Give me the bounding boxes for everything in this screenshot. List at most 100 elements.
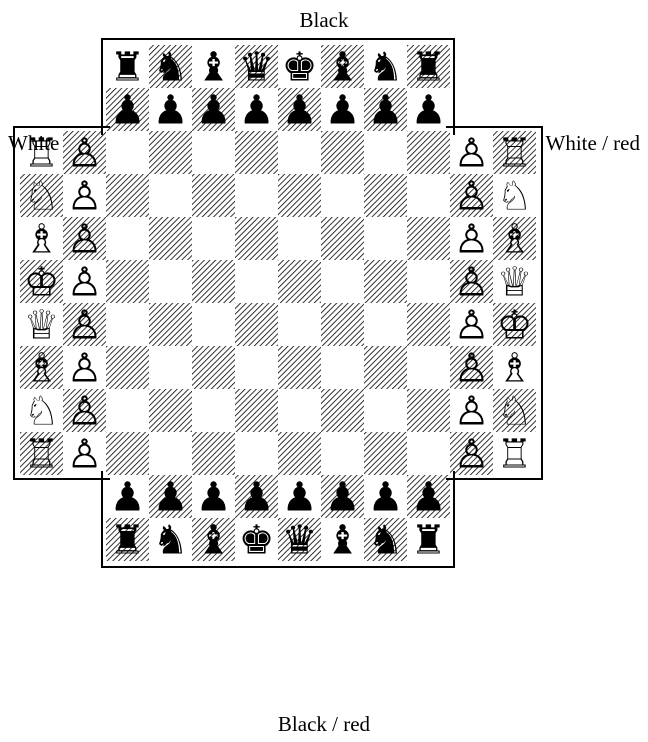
white-pawn-piece: ♙ bbox=[454, 432, 490, 478]
black-pawn-piece: ♟ bbox=[368, 475, 404, 521]
white-king-piece: ♔ bbox=[24, 260, 60, 306]
black-queen-piece: ♛ bbox=[239, 45, 275, 91]
dark-square bbox=[235, 217, 278, 260]
dark-square bbox=[407, 389, 450, 432]
black-knight-piece: ♞ bbox=[153, 518, 189, 564]
white-pawn-piece: ♙ bbox=[67, 303, 103, 349]
dark-square bbox=[192, 432, 235, 475]
dark-square bbox=[321, 131, 364, 174]
white-bishop-piece: ♗ bbox=[497, 217, 533, 263]
white-pawn-piece: ♙ bbox=[67, 346, 103, 392]
white-knight-piece: ♘ bbox=[497, 174, 533, 220]
black-bishop-piece: ♝ bbox=[196, 518, 232, 564]
black-pawn-piece: ♟ bbox=[196, 475, 232, 521]
dark-square bbox=[192, 174, 235, 217]
white-pawn-piece: ♙ bbox=[67, 432, 103, 478]
dark-square bbox=[235, 389, 278, 432]
black-pawn-piece: ♟ bbox=[196, 88, 232, 134]
black-bishop-piece: ♝ bbox=[325, 518, 361, 564]
dark-square bbox=[407, 217, 450, 260]
white-pawn-piece: ♙ bbox=[454, 217, 490, 263]
white-pawn-piece: ♙ bbox=[67, 260, 103, 306]
dark-square bbox=[192, 346, 235, 389]
white-knight-piece: ♘ bbox=[24, 389, 60, 435]
black-king-piece: ♚ bbox=[282, 45, 318, 91]
black-rook-piece: ♜ bbox=[411, 518, 447, 564]
white-pawn-piece: ♙ bbox=[454, 174, 490, 220]
white-rook-piece: ♖ bbox=[24, 432, 60, 478]
black-knight-piece: ♞ bbox=[368, 518, 404, 564]
black-rook-piece: ♜ bbox=[110, 45, 146, 91]
dark-square bbox=[149, 131, 192, 174]
black-rook-piece: ♜ bbox=[110, 518, 146, 564]
black-pawn-piece: ♟ bbox=[110, 88, 146, 134]
white-pawn-piece: ♙ bbox=[67, 131, 103, 177]
white-pawn-piece: ♙ bbox=[454, 303, 490, 349]
white-pawn-piece: ♙ bbox=[67, 389, 103, 435]
black-pawn-piece: ♟ bbox=[368, 88, 404, 134]
label-white-red: White / red bbox=[546, 131, 640, 156]
black-pawn-piece: ♟ bbox=[239, 88, 275, 134]
white-pawn-piece: ♙ bbox=[454, 131, 490, 177]
dark-square bbox=[321, 303, 364, 346]
dark-square bbox=[149, 389, 192, 432]
dark-square bbox=[278, 432, 321, 475]
dark-square bbox=[149, 303, 192, 346]
white-pawn-piece: ♙ bbox=[454, 346, 490, 392]
dark-square bbox=[278, 346, 321, 389]
white-knight-piece: ♘ bbox=[24, 174, 60, 220]
dark-square bbox=[106, 432, 149, 475]
dark-square bbox=[364, 432, 407, 475]
white-bishop-piece: ♗ bbox=[24, 346, 60, 392]
white-queen-piece: ♕ bbox=[497, 260, 533, 306]
black-bishop-piece: ♝ bbox=[325, 45, 361, 91]
black-knight-piece: ♞ bbox=[153, 45, 189, 91]
black-pawn-piece: ♟ bbox=[325, 475, 361, 521]
dark-square bbox=[235, 303, 278, 346]
label-white: White bbox=[8, 131, 59, 156]
black-queen-piece: ♛ bbox=[282, 518, 318, 564]
dark-square bbox=[407, 131, 450, 174]
dark-square bbox=[321, 217, 364, 260]
white-bishop-piece: ♗ bbox=[497, 346, 533, 392]
black-pawn-piece: ♟ bbox=[153, 88, 189, 134]
white-bishop-piece: ♗ bbox=[24, 217, 60, 263]
black-pawn-piece: ♟ bbox=[282, 88, 318, 134]
white-pawn-piece: ♙ bbox=[67, 174, 103, 220]
white-queen-piece: ♕ bbox=[24, 303, 60, 349]
dark-square bbox=[364, 260, 407, 303]
dark-square bbox=[149, 217, 192, 260]
dark-square bbox=[278, 260, 321, 303]
dark-square bbox=[364, 174, 407, 217]
white-rook-piece: ♖ bbox=[497, 432, 533, 478]
white-rook-piece: ♖ bbox=[497, 131, 533, 177]
dark-square bbox=[106, 346, 149, 389]
dark-square bbox=[321, 389, 364, 432]
black-knight-piece: ♞ bbox=[368, 45, 404, 91]
white-knight-piece: ♘ bbox=[497, 389, 533, 435]
dark-square bbox=[106, 174, 149, 217]
white-pawn-piece: ♙ bbox=[67, 217, 103, 263]
white-pawn-piece: ♙ bbox=[454, 260, 490, 306]
black-pawn-piece: ♟ bbox=[411, 88, 447, 134]
label-black: Black bbox=[0, 8, 648, 33]
black-rook-piece: ♜ bbox=[411, 45, 447, 91]
dark-square bbox=[364, 346, 407, 389]
dark-square bbox=[235, 131, 278, 174]
black-pawn-piece: ♟ bbox=[282, 475, 318, 521]
black-pawn-piece: ♟ bbox=[411, 475, 447, 521]
black-pawn-piece: ♟ bbox=[153, 475, 189, 521]
white-king-piece: ♔ bbox=[497, 303, 533, 349]
dark-square bbox=[278, 174, 321, 217]
label-black-red: Black / red bbox=[0, 712, 648, 737]
black-pawn-piece: ♟ bbox=[325, 88, 361, 134]
dark-square bbox=[106, 260, 149, 303]
black-king-piece: ♚ bbox=[239, 518, 275, 564]
white-pawn-piece: ♙ bbox=[454, 389, 490, 435]
dark-square bbox=[192, 260, 235, 303]
black-pawn-piece: ♟ bbox=[239, 475, 275, 521]
black-pawn-piece: ♟ bbox=[110, 475, 146, 521]
dark-square bbox=[407, 303, 450, 346]
black-bishop-piece: ♝ bbox=[196, 45, 232, 91]
